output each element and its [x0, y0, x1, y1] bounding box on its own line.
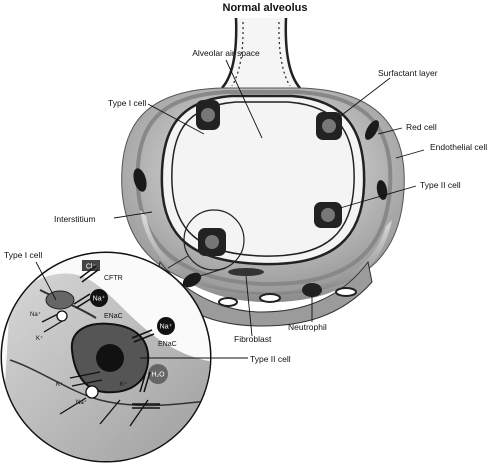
zoom-line-left [167, 255, 189, 269]
surfactant-layer [171, 101, 355, 257]
na-badge-1 [90, 289, 108, 307]
k-pump-bottom: K⁺ [56, 381, 63, 388]
type-ii-cell-upper [316, 112, 342, 140]
type-i-cell [196, 100, 220, 130]
neutrophil-cell [302, 283, 322, 297]
label-neutrophil: Neutrophil [288, 322, 327, 332]
na-badge-2 [157, 317, 175, 335]
na-ion-label-2: Na⁺ [160, 324, 173, 331]
h2o-label: H₂O [151, 372, 165, 379]
k-pump-left: K⁺ [36, 335, 43, 342]
h2o-badge [148, 364, 168, 384]
k-cell-label: K⁺ [120, 381, 127, 388]
inset-nucleus [96, 344, 124, 372]
label-interstitium: Interstitium [54, 214, 96, 224]
label-type-ii-cell: Type II cell [420, 180, 461, 190]
inset-magnification: Cl⁻ CFTR Na⁺ ENaC Na⁺ ENaC H₂O [0, 251, 212, 463]
label-surfactant-layer: Surfactant layer [378, 68, 438, 78]
cl-ion-label: Cl⁻ [86, 264, 97, 271]
label-fibroblast: Fibroblast [234, 334, 272, 344]
fibroblast-cell [228, 268, 264, 276]
zoom-line-right [199, 267, 227, 277]
na-ion-label-1: Na⁺ [93, 296, 106, 303]
airway-duct [221, 17, 301, 89]
label-type-i-cell: Type I cell [108, 98, 146, 108]
type-ii-cell-circled [198, 228, 226, 256]
diagram-title: Normal alveolus [223, 2, 308, 14]
alveolar-air-space [160, 94, 366, 266]
label-type-i-cell-inset: Type I cell [4, 250, 42, 260]
zoom-circle [183, 209, 245, 271]
type-ii-cell-right [314, 202, 342, 228]
na-pump-left: Na⁺ [30, 311, 41, 318]
pump-arrows [41, 310, 149, 427]
label-alveolar-air-space: Alveolar air space [192, 48, 260, 58]
alveolar-cells [196, 100, 342, 297]
label-endothelial-cell: Endothelial cell [430, 142, 487, 152]
label-red-cell: Red cell [406, 122, 437, 132]
enac-label-2: ENaC [158, 341, 177, 348]
cl-badge [82, 260, 100, 271]
na-pump-bottom: Na⁺ [76, 399, 87, 406]
cftr-label: CFTR [104, 275, 123, 282]
callout-lines [35, 59, 425, 359]
label-type-ii-cell-inset: Type II cell [250, 354, 291, 364]
enac-label-1: ENaC [104, 313, 123, 320]
